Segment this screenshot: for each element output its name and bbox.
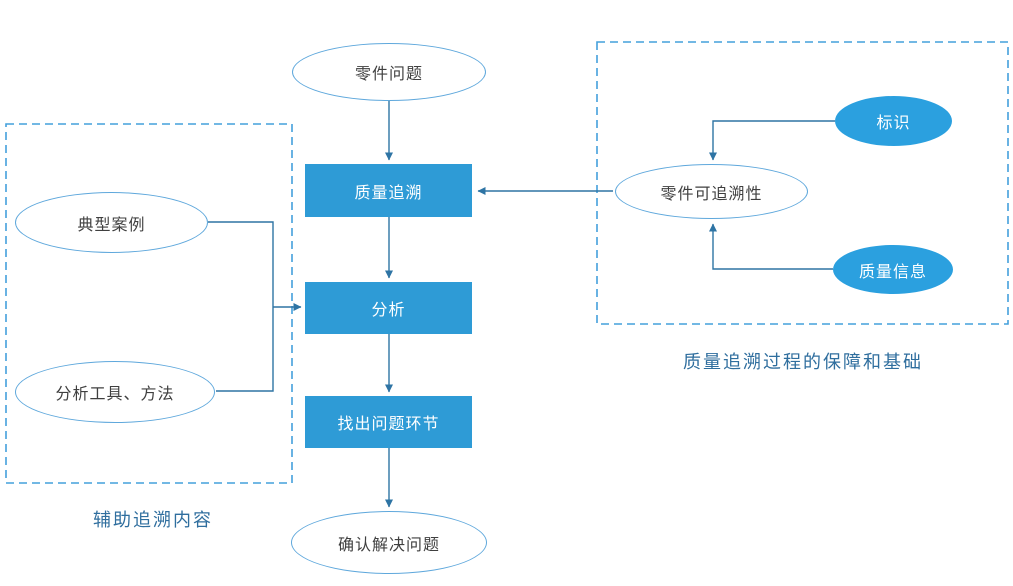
ellipse-part-traceability: 零件可追溯性 [615, 164, 808, 219]
part-traceability-label: 零件可追溯性 [660, 185, 763, 203]
ellipse-analysis-tools: 分析工具、方法 [15, 361, 215, 423]
process-node-quality-trace: 质量追溯 [305, 164, 472, 217]
quality-trace-label: 质量追溯 [354, 184, 423, 202]
typical-case-label: 典型案例 [77, 216, 146, 234]
find-problem-label: 找出问题环节 [337, 416, 440, 433]
start-ellipse-part-problem: 零件问题 [292, 43, 486, 101]
arrow-identification-to-traceability [709, 120, 835, 161]
analysis-label: 分析 [371, 302, 406, 319]
left-group-caption: 辅助追溯内容 [93, 510, 213, 530]
ellipse-quality-info: 质量信息 [833, 245, 953, 294]
process-node-analysis: 分析 [305, 282, 472, 334]
analysis-tools-label: 分析工具、方法 [55, 386, 175, 403]
arrow-quality-info-to-traceability [709, 223, 833, 270]
left-group-dashed-box [5, 123, 293, 484]
right-group-caption: 质量追溯过程的保障和基础 [683, 352, 923, 372]
identification-label: 标识 [876, 115, 911, 132]
ellipse-typical-case: 典型案例 [15, 192, 208, 253]
ellipse-identification: 标识 [835, 96, 952, 146]
confirm-label: 确认解决问题 [337, 536, 440, 554]
process-node-find-problem: 找出问题环节 [305, 396, 472, 448]
start-ellipse-label: 零件问题 [354, 66, 423, 83]
end-ellipse-confirm-solution: 确认解决问题 [291, 511, 487, 574]
left-group-bus-line [208, 221, 274, 392]
quality-info-label: 质量信息 [858, 263, 927, 281]
